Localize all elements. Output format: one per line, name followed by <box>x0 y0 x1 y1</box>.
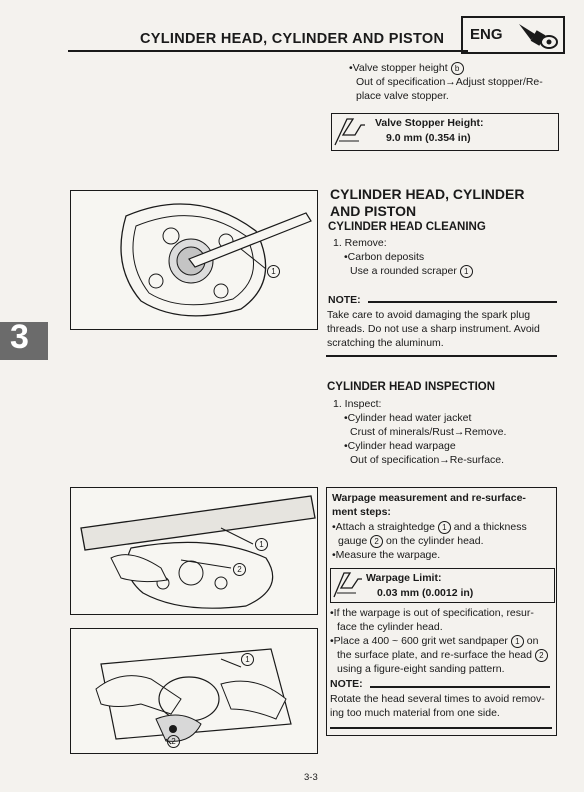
warpage-step1c: gauge <box>338 535 368 547</box>
warpage-step4b: on <box>526 635 539 647</box>
note-rule <box>368 301 557 303</box>
figure-warpage-measurement: 1 2 <box>70 487 318 615</box>
spec-title: Valve Stopper Height: <box>375 117 484 129</box>
figure-carbon-removal: 1 <box>70 190 318 330</box>
warpage-step4d: using a figure-eight sanding pattern. <box>337 663 505 675</box>
ref-circle-1: 1 <box>459 265 473 278</box>
warpage-step4-line2: the surface plate, and re-surface the he… <box>337 648 548 663</box>
warpage-step1b: and a thickness <box>453 521 527 533</box>
valve-stopper-line2: Out of specification→Adjust stopper/Re- <box>356 76 543 88</box>
warpage-note-label: NOTE: <box>330 678 363 690</box>
warpage-title-line2: ment steps: <box>332 506 391 518</box>
warpage-step3a: •If the warpage is out of specification,… <box>330 607 534 619</box>
chapter-number: 3 <box>10 318 29 356</box>
caliper-icon-2 <box>333 572 362 598</box>
cleaning-note-line1: Take care to avoid damaging the spark pl… <box>327 309 531 321</box>
engine-icon <box>519 24 558 49</box>
figure-resurfacing: 1 2 <box>70 628 318 754</box>
warpage-limit-title: Warpage Limit: <box>366 572 442 584</box>
warpage-note-line2: ing too much material from one side. <box>330 707 500 719</box>
valve-stopper-line3: place valve stopper. <box>356 90 449 102</box>
page-number: 3-3 <box>304 772 318 783</box>
warpage-step4-line1: •Place a 400 ~ 600 grit wet sandpaper 1 … <box>330 634 538 649</box>
note-end-rule <box>326 355 557 357</box>
sandpaper-resurface-illustration <box>95 648 292 745</box>
straightedge-gauge-illustration <box>80 495 316 609</box>
cleaning-item1: •Carbon deposits <box>344 251 425 263</box>
cleaning-note-line2: threads. Do not use a sharp instrument. … <box>327 323 540 335</box>
fig3-callout-1: 1 <box>241 653 254 666</box>
page-header-title: CYLINDER HEAD, CYLINDER AND PISTON <box>140 31 445 47</box>
warpage-step1d: on the cylinder head. <box>386 535 484 547</box>
section-title-line2: AND PISTON <box>330 203 417 219</box>
chapter-tab <box>0 322 48 360</box>
cleaning-note-label: NOTE: <box>328 294 361 306</box>
warpage-limit-value: 0.03 mm (0.0012 in) <box>377 587 474 599</box>
section-tab-label: ENG <box>470 26 503 43</box>
warpage-note-rule <box>370 686 550 688</box>
warpage-step1-line1: •Attach a straightedge 1 and a thickness <box>332 520 527 535</box>
warpage-step4c: the surface plate, and re-surface the he… <box>337 649 532 661</box>
warpage-step3b: face the cylinder head. <box>337 621 443 633</box>
fig2-callout-1: 1 <box>255 538 268 551</box>
ref-head: 2 <box>534 649 548 662</box>
section-title-line1: CYLINDER HEAD, CYLINDER <box>330 186 525 202</box>
caliper-icon <box>334 118 365 146</box>
inspection-item1-detail: Crust of minerals/Rust→Remove. <box>350 426 507 438</box>
header-rule <box>68 50 468 52</box>
cylinder-head-scraper-illustration <box>120 203 312 317</box>
cleaning-step1: 1. Remove: <box>333 237 387 249</box>
inspection-item1: •Cylinder head water jacket <box>344 412 472 424</box>
cleaning-item2: Use a rounded scraper 1 <box>350 264 473 279</box>
warpage-step2: •Measure the warpage. <box>332 549 441 561</box>
warpage-limit-box <box>330 568 555 603</box>
cleaning-note-line3: scratching the aluminum. <box>327 337 444 349</box>
ref-thickness-gauge: 2 <box>370 535 384 548</box>
inspection-item2: •Cylinder head warpage <box>344 440 456 452</box>
warpage-step4a: •Place a 400 ~ 600 grit wet sandpaper <box>330 635 508 647</box>
warpage-step1-line2: gauge 2 on the cylinder head. <box>338 534 484 549</box>
fig3-callout-2: 2 <box>167 735 180 748</box>
fig2-callout-2: 2 <box>233 563 246 576</box>
valve-stopper-text: •Valve stopper height <box>349 62 448 74</box>
ref-straightedge: 1 <box>437 521 451 534</box>
fig1-callout-1: 1 <box>267 265 280 278</box>
warpage-step1a: •Attach a straightedge <box>332 521 435 533</box>
warpage-procedure-box <box>326 487 557 736</box>
section-tab-box <box>461 16 565 54</box>
cleaning-subtitle: CYLINDER HEAD CLEANING <box>328 221 486 233</box>
inspection-item2-detail: Out of specification→Re-surface. <box>350 454 505 466</box>
inspection-step1: 1. Inspect: <box>333 398 382 410</box>
ref-circle-b: b <box>450 62 464 75</box>
valve-stopper-spec-box <box>331 113 559 151</box>
warpage-title-line1: Warpage measurement and re-surface- <box>332 492 526 504</box>
inspection-subtitle: CYLINDER HEAD INSPECTION <box>327 381 496 393</box>
valve-stopper-bullet: •Valve stopper height b <box>349 61 464 76</box>
warpage-note-line1: Rotate the head several times to avoid r… <box>330 693 545 705</box>
spec-value: 9.0 mm (0.354 in) <box>386 132 471 144</box>
ref-sandpaper: 1 <box>510 635 524 648</box>
cleaning-item2-text: Use a rounded scraper <box>350 265 457 277</box>
warpage-note-end-rule <box>330 727 552 729</box>
